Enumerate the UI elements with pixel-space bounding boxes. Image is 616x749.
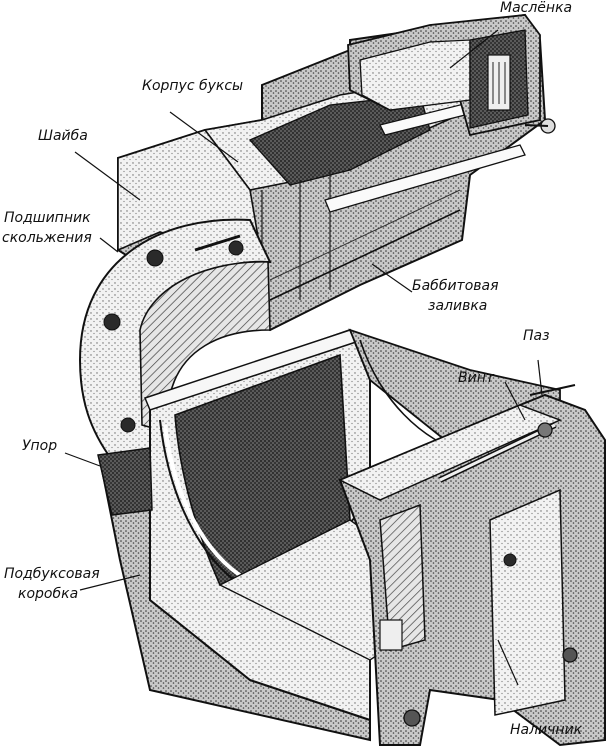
leader-podbuks bbox=[79, 574, 141, 591]
leader-vint bbox=[504, 381, 526, 421]
label-upor: Упор bbox=[22, 438, 58, 454]
label-shaiba: Шайба bbox=[38, 128, 88, 144]
leader-nalichnik bbox=[497, 639, 519, 686]
label-paz: Паз bbox=[523, 328, 550, 344]
leader-shaiba bbox=[74, 151, 141, 201]
label-babbit-2: заливка bbox=[428, 298, 488, 314]
oiler bbox=[347, 14, 556, 137]
wear-plate bbox=[338, 384, 606, 747]
label-nalichnik: Наличник bbox=[510, 722, 583, 738]
leader-paz bbox=[537, 359, 543, 396]
leader-upor bbox=[64, 452, 101, 467]
label-vint: Винт bbox=[458, 370, 495, 386]
leader-lines bbox=[64, 29, 543, 686]
label-maslenka: Маслёнка bbox=[500, 0, 573, 16]
label-podbuks-2: коробка bbox=[18, 586, 79, 602]
leader-babbit bbox=[371, 263, 413, 293]
stop-block bbox=[97, 447, 153, 516]
label-babbit-1: Баббитовая bbox=[412, 278, 499, 294]
label-podshipnik-1: Подшипник bbox=[4, 210, 91, 226]
leader-maslenka bbox=[449, 29, 499, 69]
bearing-washer bbox=[78, 218, 272, 462]
label-podbuks-1: Подбуксовая bbox=[4, 566, 100, 582]
label-korpus-buksy: Корпус буксы bbox=[142, 78, 244, 94]
leader-korpus bbox=[169, 111, 239, 163]
leader-podshipnik bbox=[99, 237, 119, 253]
label-podshipnik-2: скольжения bbox=[2, 230, 92, 246]
under-box bbox=[98, 328, 561, 742]
